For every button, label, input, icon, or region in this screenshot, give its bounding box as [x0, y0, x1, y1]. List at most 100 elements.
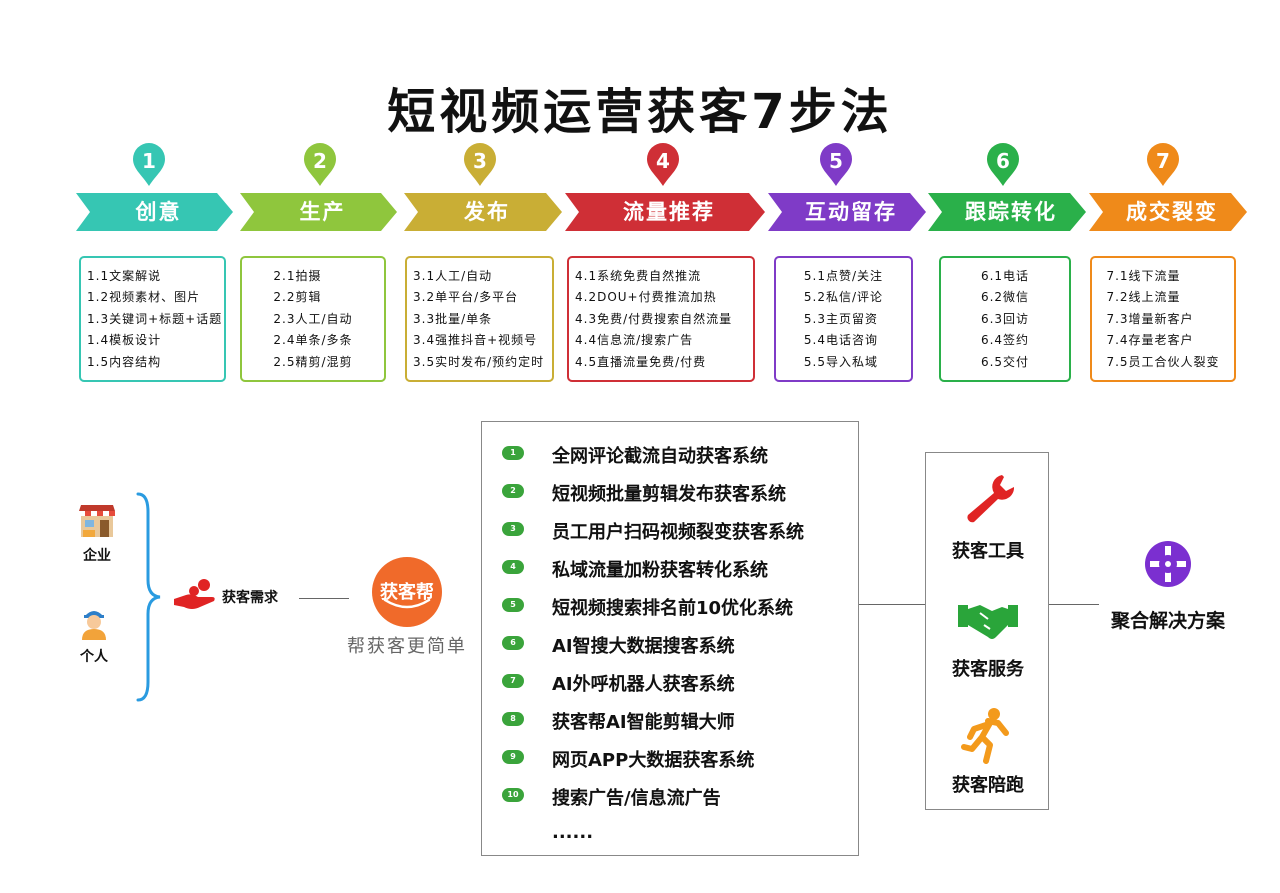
person-icon — [82, 611, 106, 640]
brand-logo: 获客帮 — [371, 556, 443, 628]
step-detail-item: 3.4强推抖音+视频号 — [413, 333, 538, 348]
system-label: 短视频批量剪辑发布获客系统 — [552, 484, 786, 505]
step-name: 流量推荐 — [623, 200, 715, 224]
connector-list-tools — [859, 604, 925, 605]
step-detail-item: 2.3人工/自动 — [273, 311, 353, 326]
step-detail-item: 1.5内容结构 — [87, 354, 162, 369]
step-number: 2 — [313, 149, 327, 173]
step-number: 3 — [473, 149, 487, 173]
solution-label: 聚合解决方案 — [1110, 610, 1225, 632]
step-3-number-pin: 3 — [463, 143, 497, 187]
step-detail-item: 3.3批量/单条 — [413, 311, 493, 326]
step-detail-item: 7.5员工合伙人裂变 — [1106, 354, 1220, 369]
step-detail-item: 1.4模板设计 — [87, 333, 162, 348]
step-detail-item: 2.4单条/多条 — [273, 333, 353, 348]
chevron-shape — [768, 193, 926, 231]
system-number-badge: 5 — [502, 598, 524, 612]
step-detail-item: 7.2线上流量 — [1106, 290, 1181, 305]
chevron-shape — [1089, 193, 1247, 231]
step-name: 发布 — [464, 200, 510, 224]
step-name: 跟踪转化 — [965, 200, 1057, 224]
aggregate-icon — [1145, 541, 1191, 587]
enterprise-label: 企业 — [83, 548, 111, 564]
individual-label: 个人 — [80, 649, 108, 665]
page-title: 短视频运营获客7步法 — [387, 84, 893, 140]
step-7-chevron: 成交裂变 — [1089, 193, 1247, 231]
system-number-badge: 3 — [502, 522, 524, 536]
helping-hand-icon — [174, 579, 215, 609]
step-detail-item: 6.3回访 — [980, 311, 1030, 326]
step-5-number-pin: 5 — [819, 143, 853, 187]
chevron-shape — [76, 193, 233, 231]
step-number: 6 — [996, 149, 1010, 173]
system-number-badge: 1 — [502, 446, 524, 460]
step-name: 互动留存 — [805, 200, 897, 224]
step-5-chevron: 互动留存 — [768, 193, 926, 231]
chevron-shape — [240, 193, 397, 231]
step-4-chevron: 流量推荐 — [565, 193, 765, 231]
step-detail-item: 5.4电话咨询 — [803, 333, 879, 348]
system-label: 网页APP大数据获客系统 — [552, 750, 755, 771]
step-detail-item: 4.5直播流量免费/付费 — [575, 354, 707, 369]
chevron-shape — [928, 193, 1086, 231]
step-detail-item: 3.1人工/自动 — [413, 269, 493, 283]
step-detail-item: 7.4存量老客户 — [1106, 333, 1194, 348]
system-label: AI外呼机器人获客系统 — [552, 674, 735, 695]
step-detail-item: 5.2私信/评论 — [803, 290, 884, 305]
enterprise-node: 企业 — [74, 503, 120, 573]
step-detail-item: 5.3主页留资 — [803, 311, 879, 326]
system-number-badge: 4 — [502, 560, 524, 574]
step-6-number-pin: 6 — [986, 143, 1020, 187]
step-2-number-pin: 2 — [303, 143, 337, 187]
step-detail-item: 7.1线下流量 — [1106, 269, 1181, 283]
system-label: 私域流量加粉获客转化系统 — [552, 560, 768, 581]
chevron-shape — [565, 193, 765, 231]
map-pin-icon — [1147, 143, 1179, 186]
step-name: 成交裂变 — [1126, 200, 1218, 224]
individual-node: 个人 — [74, 606, 114, 666]
tool-label-3: 获客陪跑 — [952, 775, 1024, 796]
step-detail-item: 6.2微信 — [980, 290, 1030, 305]
map-pin-icon — [820, 143, 852, 186]
step-detail-item: 5.1点赞/关注 — [803, 269, 884, 283]
system-label: 员工用户扫码视频裂变获客系统 — [552, 522, 804, 543]
step-detail-item: 2.1拍摄 — [273, 269, 322, 283]
audience-brace — [136, 492, 161, 702]
step-1-number-pin: 1 — [132, 143, 166, 187]
step-6-chevron: 跟踪转化 — [928, 193, 1086, 231]
step-5-detail-box: 5.1点赞/关注 5.2私信/评论 5.3主页留资 5.4电话咨询 5.5导入私域 — [774, 256, 913, 382]
step-detail-item: 1.3关键词+标题+话题 — [87, 311, 223, 326]
step-detail-item: 6.5交付 — [980, 354, 1030, 369]
logo-badge-icon — [372, 557, 442, 627]
system-label: 获客帮AI智能剪辑大师 — [552, 712, 735, 733]
step-4-number-pin: 4 — [646, 143, 680, 187]
step-detail-item: 4.4信息流/搜索广告 — [575, 333, 694, 348]
step-detail-item: 1.2视频素材、图片 — [87, 290, 201, 305]
chevron-shape — [404, 193, 562, 231]
step-3-chevron: 发布 — [404, 193, 562, 231]
shop-icon — [79, 505, 115, 537]
step-detail-item: 4.1系统免费自然推流 — [575, 269, 702, 283]
step-detail-item: 4.3免费/付费搜索自然流量 — [575, 311, 733, 326]
map-pin-icon — [987, 143, 1019, 186]
connector-demand-brand — [299, 598, 349, 599]
system-number-badge: 2 — [502, 484, 524, 498]
step-number: 7 — [1156, 149, 1170, 173]
system-number-badge: 7 — [502, 674, 524, 688]
system-label: 全网评论截流自动获客系统 — [552, 446, 768, 467]
demand-node: 获客需求 — [172, 577, 297, 617]
map-pin-icon — [647, 143, 679, 186]
step-detail-item: 5.5导入私域 — [803, 354, 879, 369]
tool-label-1: 获客工具 — [952, 541, 1024, 562]
step-detail-item: 6.1电话 — [980, 269, 1030, 283]
handshake-icon — [958, 605, 1018, 639]
step-detail-item: 1.1文案解说 — [87, 269, 162, 283]
step-name: 生产 — [299, 200, 346, 224]
system-label: AI智搜大数据搜客系统 — [552, 636, 735, 657]
map-pin-icon — [304, 143, 336, 186]
step-1-chevron: 创意 — [76, 193, 233, 231]
step-detail-item: 2.2剪辑 — [273, 290, 322, 305]
